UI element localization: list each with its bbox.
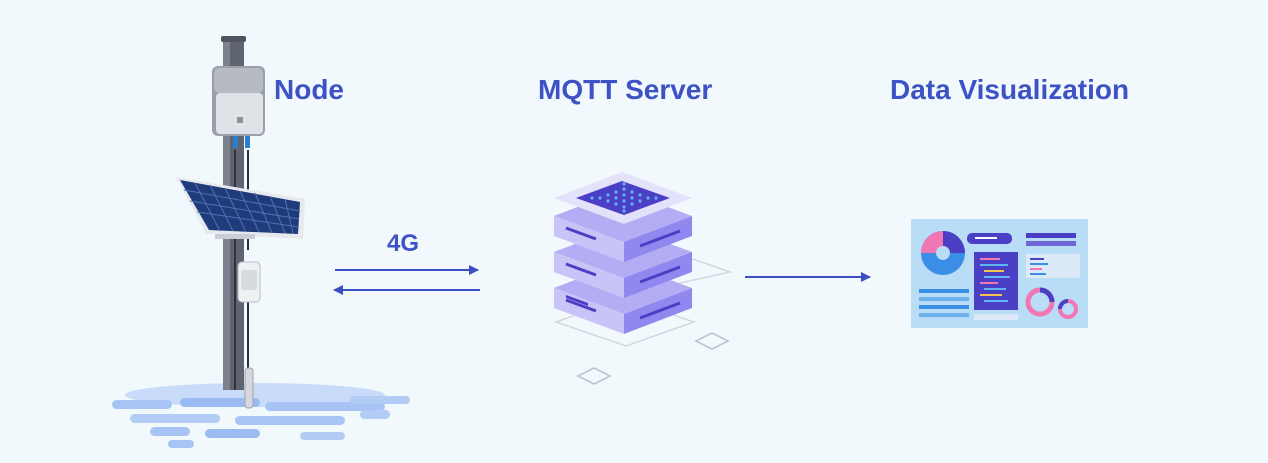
node-label: Node xyxy=(274,74,344,105)
visualization-label: Data Visualization xyxy=(890,74,1130,105)
server-label: MQTT Server xyxy=(538,74,713,105)
solar-panel-icon xyxy=(176,177,305,239)
link-4g-label: 4G xyxy=(387,230,420,257)
water-splash-icon xyxy=(112,383,410,448)
sensor-pole-icon xyxy=(176,36,305,409)
server-stack-icon xyxy=(553,172,733,385)
dashboard-icon xyxy=(911,219,1088,328)
